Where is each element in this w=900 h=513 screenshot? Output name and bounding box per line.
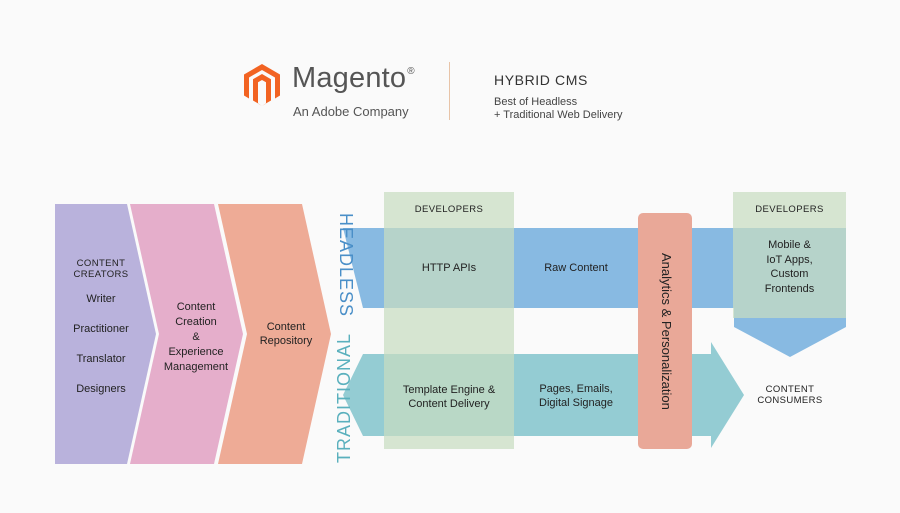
brand-name: Magento® — [292, 62, 415, 95]
frontends-line-4: Frontends — [764, 282, 815, 295]
headless-step-raw-content: Raw Content — [544, 262, 608, 274]
developers-right-heading: DEVELOPERS — [755, 203, 824, 215]
repository-label: Content Repository — [240, 312, 332, 356]
developers-column-right — [733, 192, 846, 318]
page-subtitle: Best of Headless + Traditional Web Deliv… — [494, 96, 623, 122]
frontends-line-2: IoT Apps, — [766, 253, 813, 266]
creation-line-4: Experience — [168, 345, 224, 358]
template-engine-line-1: Template Engine & — [402, 384, 496, 396]
headless-step-http-apis: HTTP APIs — [421, 262, 477, 274]
frontends-label: Mobile & IoT Apps, Custom Frontends — [733, 237, 846, 297]
creation-line-2: Creation — [175, 315, 217, 328]
repository-line-2: Repository — [259, 335, 313, 347]
consumers-label: CONTENT CONSUMERS — [742, 382, 838, 408]
traditional-step-template-engine: Template Engine & Content Delivery — [384, 381, 514, 413]
developers-left-heading: DEVELOPERS — [414, 203, 484, 215]
magento-logo-icon — [244, 64, 280, 106]
headless-lane-label: HEADLESS — [336, 212, 356, 318]
creation-stage-shape — [130, 204, 243, 464]
subtitle-line-2: + Traditional Web Delivery — [494, 109, 623, 121]
creation-line-1: Content — [176, 300, 216, 313]
subtitle-line-1: Best of Headless — [494, 96, 578, 108]
registered-mark: ® — [407, 66, 415, 77]
template-engine-line-2: Content Delivery — [408, 398, 490, 410]
developers-column-left — [384, 192, 514, 449]
analytics-bar — [638, 213, 692, 449]
creator-item-practitioner: Practitioner — [73, 323, 129, 335]
repository-line-1: Content — [266, 321, 306, 333]
pages-line-2: Digital Signage — [539, 397, 613, 409]
creation-line-5: Management — [163, 360, 229, 373]
page-title: HYBRID CMS — [494, 72, 588, 88]
traditional-lane-label: TRADITIONAL — [334, 333, 354, 464]
creators-label: CONTENT CREATORS Writer Practitioner Tra… — [55, 258, 147, 418]
creator-item-writer: Writer — [86, 293, 116, 305]
analytics-label: Analytics & Personalization — [659, 253, 674, 410]
consumers-line-2: CONSUMERS — [757, 395, 823, 406]
creators-heading-line-2: CREATORS — [73, 269, 129, 280]
pages-line-1: Pages, Emails, — [539, 383, 613, 395]
frontends-line-3: Custom — [770, 268, 809, 280]
brand-name-text: Magento — [292, 62, 407, 94]
traditional-step-pages: Pages, Emails, Digital Signage — [520, 380, 632, 412]
creators-heading-line-1: CONTENT — [76, 258, 126, 269]
brand-tagline: An Adobe Company — [293, 104, 409, 119]
header-divider — [449, 62, 450, 120]
creator-item-designers: Designers — [76, 383, 126, 395]
consumers-line-1: CONTENT — [765, 384, 815, 395]
creation-line-3: & — [192, 330, 200, 343]
frontends-line-1: Mobile & — [768, 239, 811, 251]
creator-item-translator: Translator — [76, 353, 126, 365]
repository-stage-shape — [218, 204, 331, 464]
creation-label: Content Creation & Experience Management — [150, 292, 242, 382]
creators-stage-shape — [55, 204, 156, 464]
